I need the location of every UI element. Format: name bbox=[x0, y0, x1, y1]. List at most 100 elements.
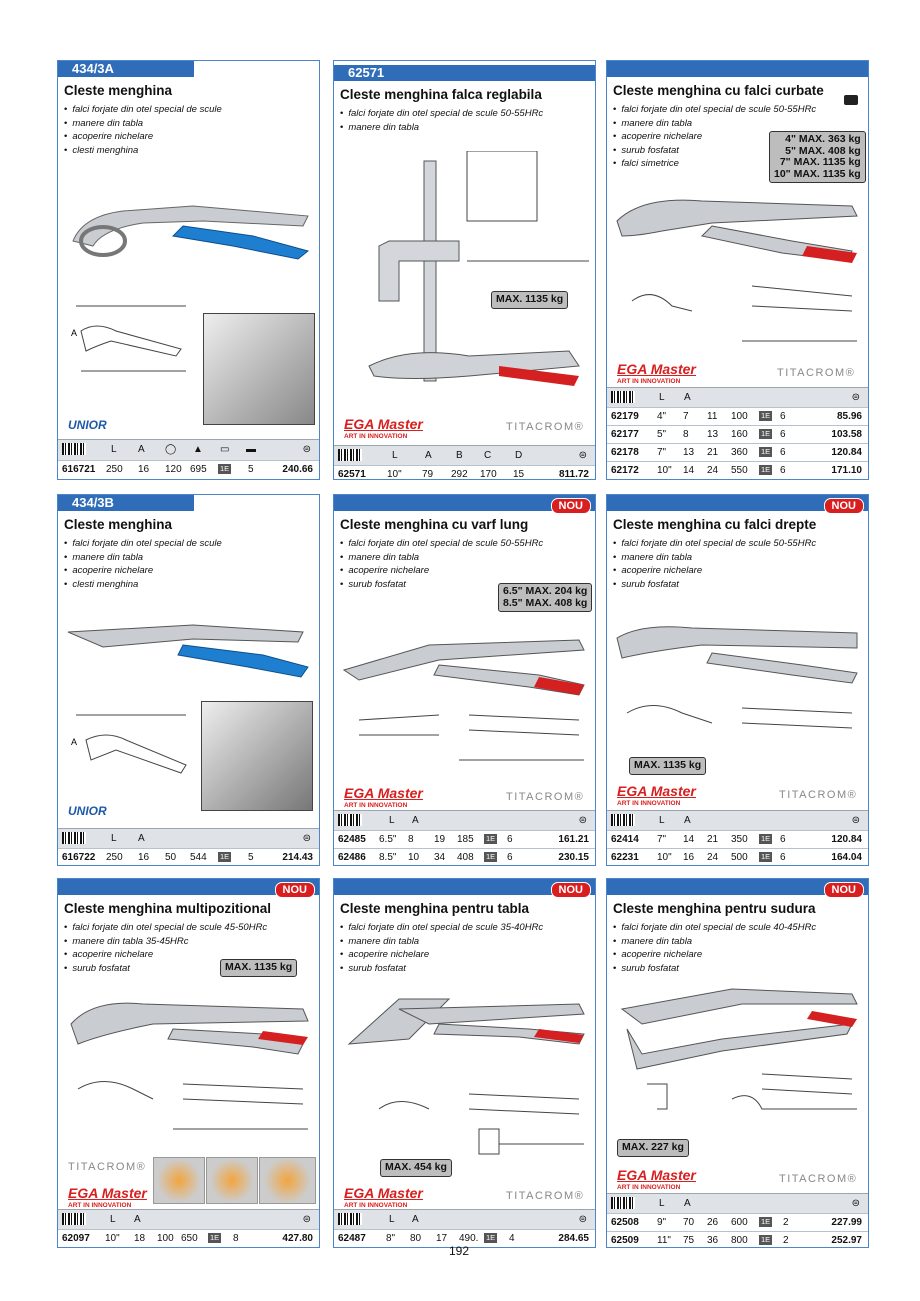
product-card-434-3b: 434/3B Cleste menghina falci forjate din… bbox=[57, 494, 320, 866]
detail-photo bbox=[203, 313, 315, 425]
product-title: Cleste menghina cu falci curbate bbox=[613, 83, 824, 98]
new-badge: NOU bbox=[550, 498, 591, 514]
col-l: L bbox=[111, 444, 117, 455]
table-header: L A ◯ ▲ ▭ ▬ ⊜ bbox=[58, 439, 319, 460]
detail-photo bbox=[201, 701, 313, 811]
product-title: Cleste menghina bbox=[64, 83, 173, 98]
weight-icon: ▲ bbox=[193, 444, 203, 455]
product-card-62571: 62571 Cleste menghina falca reglabila fa… bbox=[333, 60, 596, 480]
new-badge: NOU bbox=[274, 882, 315, 898]
feature-list: falci forjate din otel special de scule … bbox=[334, 537, 595, 591]
svg-text:A: A bbox=[71, 737, 77, 747]
feature-item: surub fosfatat bbox=[613, 144, 868, 158]
new-badge: NOU bbox=[823, 498, 864, 514]
table-header: L A ⊜ bbox=[334, 1209, 595, 1230]
pack-icon: ▬ bbox=[246, 444, 256, 455]
product-card-multipozitional: NOU Cleste menghina multipozitional falc… bbox=[57, 878, 320, 1248]
titacrom-logo: TITACROM® bbox=[506, 421, 585, 433]
coins-icon: ⊜ bbox=[578, 450, 587, 461]
pliers-image bbox=[368, 151, 589, 386]
unior-logo: UNIOR bbox=[68, 804, 107, 818]
product-card-434-3a: 434/3A Cleste menghina falci forjate din… bbox=[57, 60, 320, 480]
feature-item: falci forjate din otel special de scule … bbox=[340, 107, 595, 121]
product-title: Cleste menghina pentru sudura bbox=[613, 901, 816, 916]
table-header: L A B C D ⊜ bbox=[334, 445, 595, 466]
feature-list: falci forjate din otel special de scule … bbox=[58, 921, 319, 975]
table-header: L A ⊜ bbox=[58, 828, 319, 849]
feature-item: falci forjate din otel special de scule … bbox=[613, 103, 868, 117]
table-header: L A ⊜ bbox=[607, 387, 868, 408]
card-header bbox=[334, 879, 595, 895]
card-header bbox=[607, 61, 868, 77]
coins-icon: ⊜ bbox=[578, 815, 587, 826]
detail-photo-1 bbox=[153, 1157, 205, 1204]
feature-item: acoperire nichelare bbox=[64, 130, 319, 144]
product-title: Cleste menghina cu varf lung bbox=[340, 517, 529, 532]
max-load-box: MAX. 1135 kg bbox=[629, 757, 707, 775]
ring-icon: ◯ bbox=[165, 444, 177, 455]
barcode-icon bbox=[611, 391, 635, 403]
feature-item: falci forjate din otel special de scule bbox=[64, 537, 319, 551]
product-card-pentru-sudura: NOU Cleste menghina pentru sudura falci … bbox=[606, 878, 869, 1248]
card-header bbox=[607, 879, 868, 895]
coins-icon: ⊜ bbox=[302, 1214, 311, 1225]
product-title: Cleste menghina multipozitional bbox=[64, 901, 272, 916]
product-title: Cleste menghina falca reglabila bbox=[340, 87, 542, 102]
pliers-image bbox=[616, 199, 858, 342]
feature-item: falci simetrice bbox=[613, 157, 868, 171]
card-header: 434/3A bbox=[58, 61, 194, 77]
product-card-pentru-tabla: NOU Cleste menghina pentru tabla falci f… bbox=[333, 878, 596, 1248]
table-header: L A ⊜ bbox=[607, 1193, 868, 1214]
barcode-icon bbox=[62, 1213, 86, 1225]
pliers-image bbox=[620, 988, 858, 1110]
pliers-image bbox=[342, 639, 585, 761]
pliers-image bbox=[70, 1002, 309, 1130]
barcode-icon bbox=[338, 449, 362, 461]
product-card-falci-curbate: Cleste menghina cu falci curbate falci f… bbox=[606, 60, 869, 480]
titacrom-logo: TITACROM® bbox=[779, 1173, 858, 1185]
coins-icon: ⊜ bbox=[851, 1198, 860, 1209]
coins-icon: ⊜ bbox=[302, 833, 311, 844]
card-header bbox=[334, 495, 595, 511]
feature-item: clesti menghina bbox=[64, 144, 319, 158]
feature-list: falci forjate din otel special de scule … bbox=[58, 537, 319, 591]
swap-icon bbox=[844, 95, 858, 105]
svg-text:A: A bbox=[71, 328, 77, 338]
product-title: Cleste menghina cu falci drepte bbox=[613, 517, 817, 532]
new-badge: NOU bbox=[823, 882, 864, 898]
feature-list: falci forjate din otel special de scule … bbox=[58, 103, 319, 157]
new-badge: NOU bbox=[550, 882, 591, 898]
feature-item: manere din tabla bbox=[613, 117, 868, 131]
unior-logo: UNIOR bbox=[68, 418, 107, 432]
table-row: 616721 250 16 120 695 1E 5 240.66 bbox=[58, 460, 319, 478]
dimension-diagram: A bbox=[71, 714, 187, 774]
titacrom-logo: TITACROM® bbox=[779, 789, 858, 801]
feature-list: falci forjate din otel special de scule … bbox=[607, 537, 868, 591]
barcode-icon bbox=[62, 443, 86, 455]
card-header bbox=[58, 879, 319, 895]
product-title: Cleste menghina bbox=[64, 517, 173, 532]
card-header bbox=[607, 495, 868, 511]
feature-list: falci forjate din otel special de scule … bbox=[607, 921, 868, 975]
titacrom-logo: TITACROM® bbox=[777, 367, 856, 379]
box-icon: ▭ bbox=[220, 444, 230, 455]
feature-item: manere din tabla bbox=[340, 121, 595, 135]
